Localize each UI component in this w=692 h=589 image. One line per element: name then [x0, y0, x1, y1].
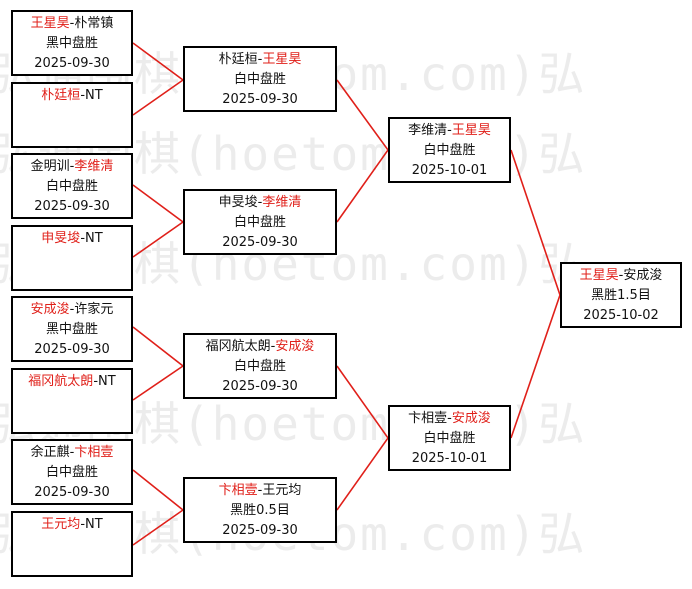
connector-line [132, 326, 185, 401]
winner-name: 申旻埈 [41, 231, 81, 246]
winner-name: 王元均 [41, 517, 81, 532]
match-players: 卞相壹-王元均 [218, 483, 302, 498]
player-name: 朴常镇 [74, 16, 114, 31]
match-date: 2025-09-30 [222, 523, 298, 538]
player-name: 余正麒 [30, 445, 70, 460]
player-name: 朴廷桓 [218, 52, 258, 67]
player-name: NT [85, 517, 103, 532]
match-date: 2025-10-02 [583, 308, 659, 323]
match-players: 安成浚-许家元 [30, 302, 114, 317]
winner-name: 福冈航太朗 [28, 374, 94, 389]
connector-line [510, 149, 561, 439]
match-r2-3: 福冈航太朗-安成浚 白中盘胜 2025-09-30 [183, 333, 337, 399]
match-players: 朴廷桓-王星昊 [218, 52, 302, 67]
match-date: 2025-09-30 [34, 56, 110, 71]
winner-name: 安成浚 [275, 339, 315, 354]
connector-line [132, 469, 185, 546]
player-name: NT [85, 88, 103, 103]
match-result: 白中盘胜 [45, 179, 98, 194]
player-name: NT [98, 374, 116, 389]
match-result: 白中盘胜 [45, 465, 98, 480]
winner-name: 朴廷桓 [41, 88, 81, 103]
match-date: 2025-10-01 [411, 163, 488, 178]
match-r1-3: 金明训-李维清 白中盘胜 2025-09-30 [11, 153, 133, 219]
match-result: 黑中盘胜 [45, 36, 98, 51]
match-date: 2025-09-30 [34, 199, 110, 214]
match-result: 黑中盘胜 [45, 322, 98, 337]
winner-name: 安成浚 [451, 411, 491, 426]
winner-name: 安成浚 [30, 302, 70, 317]
connector-line [336, 79, 389, 223]
match-result: 白中盘胜 [233, 359, 286, 374]
player-name: 安成浚 [623, 268, 663, 283]
match-date: 2025-09-30 [222, 235, 298, 250]
connector-line [132, 42, 185, 116]
match-players: 金明训-李维清 [30, 159, 114, 174]
match-r2-1: 朴廷桓-王星昊 白中盘胜 2025-09-30 [183, 46, 337, 112]
match-result: 黑胜1.5目 [591, 288, 651, 303]
winner-name: 王星昊 [579, 268, 619, 283]
match-date: 2025-09-30 [222, 379, 298, 394]
match-r1-4: 申旻埈-NT [11, 225, 133, 291]
player-name: 许家元 [74, 302, 114, 317]
match-r2-4: 卞相壹-王元均 黑胜0.5目 2025-09-30 [183, 477, 337, 543]
connector-line [132, 184, 185, 258]
player-name: NT [85, 231, 103, 246]
player-name: 福冈航太朗 [205, 339, 271, 354]
match-r1-5: 安成浚-许家元 黑中盘胜 2025-09-30 [11, 296, 133, 362]
match-r2-2: 申旻埈-李维清 白中盘胜 2025-09-30 [183, 189, 337, 255]
match-r1-8: 王元均-NT [11, 511, 133, 577]
winner-name: 王星昊 [262, 52, 302, 67]
match-result: 黑胜0.5目 [230, 503, 290, 518]
match-result: 白中盘胜 [233, 215, 286, 230]
match-date: 2025-09-30 [34, 485, 110, 500]
match-r1-7: 余正麒-卞相壹 白中盘胜 2025-09-30 [11, 439, 133, 505]
player-name: 金明训 [30, 159, 70, 174]
match-players: 卞相壹-安成浚 [408, 411, 491, 426]
match-players: 申旻埈-李维清 [218, 195, 302, 210]
player-name: 卞相壹 [408, 411, 448, 426]
match-result: 白中盘胜 [423, 143, 476, 158]
match-players: 福冈航太朗-NT [28, 374, 116, 389]
match-final: 王星昊-安成浚 黑胜1.5目 2025-10-02 [560, 262, 682, 328]
match-result: 白中盘胜 [423, 431, 476, 446]
match-date: 2025-09-30 [34, 342, 110, 357]
match-players: 王元均-NT [41, 517, 103, 532]
winner-name: 王星昊 [30, 16, 70, 31]
winner-name: 李维清 [74, 159, 114, 174]
player-name: 李维清 [408, 123, 448, 138]
winner-name: 卞相壹 [74, 445, 114, 460]
player-name: 申旻埈 [218, 195, 258, 210]
match-r1-6: 福冈航太朗-NT [11, 368, 133, 434]
winner-name: 李维清 [262, 195, 302, 210]
match-date: 2025-09-30 [222, 92, 298, 107]
match-players: 余正麒-卞相壹 [30, 445, 114, 460]
match-players: 福冈航太朗-安成浚 [205, 339, 315, 354]
match-players: 王星昊-安成浚 [579, 268, 663, 283]
match-players: 李维清-王星昊 [408, 123, 491, 138]
match-players: 朴廷桓-NT [41, 88, 103, 103]
match-result: 白中盘胜 [233, 72, 286, 87]
match-r3-2: 卞相壹-安成浚 白中盘胜 2025-10-01 [388, 405, 511, 471]
winner-name: 卞相壹 [218, 483, 258, 498]
match-date: 2025-10-01 [411, 451, 488, 466]
match-r1-2: 朴廷桓-NT [11, 82, 133, 148]
player-name: 王元均 [262, 483, 302, 498]
match-r3-1: 李维清-王星昊 白中盘胜 2025-10-01 [388, 117, 511, 183]
match-players: 王星昊-朴常镇 [30, 16, 114, 31]
connector-line [336, 365, 389, 511]
match-players: 申旻埈-NT [41, 231, 103, 246]
match-r1-1: 王星昊-朴常镇 黑中盘胜 2025-09-30 [11, 10, 133, 76]
winner-name: 王星昊 [451, 123, 491, 138]
